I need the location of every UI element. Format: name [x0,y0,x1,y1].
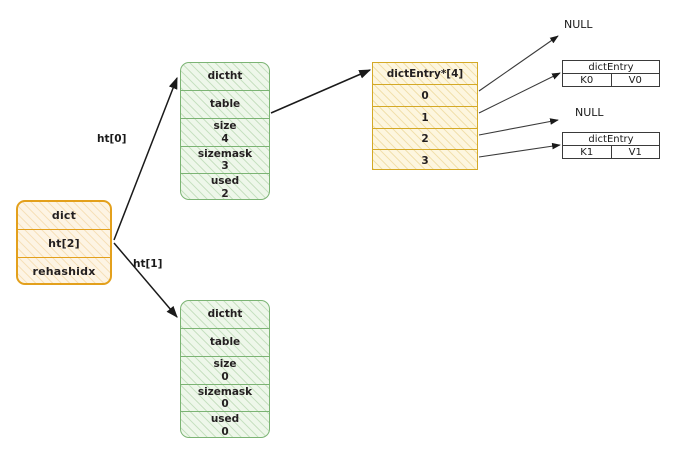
dictht1-sizemask-label: sizemask [197,385,253,398]
edge-dict-to-ht0 [113,76,178,241]
dictht1-table-label: table [209,336,241,349]
dictht1-row-sizemask: sizemask 0 [181,385,269,412]
dict-entry-0-header-label: dictEntry [588,61,634,73]
dict-entry-0-header: dictEntry [563,61,659,74]
dictht1-used-label: used [210,413,240,426]
dictht0-title-label: dictht [207,70,243,83]
dictht0-used-value: 2 [221,187,229,200]
dict-entry-1-kv: K1 V1 [563,146,660,158]
edge-table-to-array [270,69,372,114]
dict-entry-node-0[interactable]: dictEntry K0 V0 [562,60,660,87]
dict-row-name: dict [18,202,110,230]
dictht1-row-table: table [181,329,269,357]
bucket-slot-1-label: 1 [421,111,429,124]
dictht1-row-used: used 0 [181,412,269,438]
edge-slot0-to-null [478,35,559,92]
edge-slot1-to-entry0 [478,72,561,114]
edge-slot3-to-entry1 [478,142,561,158]
bucket-slot-1[interactable]: 1 [373,107,477,129]
edge-label-ht0: ht[0] [97,133,127,145]
bucket-slot-3[interactable]: 3 [373,150,477,169]
dict-row-ht: ht[2] [18,230,110,258]
dictht0-used-label: used [210,175,240,188]
dict-node[interactable]: dict ht[2] rehashidx [16,200,112,285]
dictht1-title-label: dictht [207,308,243,321]
bucket-array-header: dictEntry*[4] [373,63,477,85]
dictht-node-1[interactable]: dictht table size 0 sizemask 0 used 0 [180,300,270,438]
null-label-top: NULL [564,18,593,31]
dictht1-sizemask-value: 0 [221,398,229,410]
dictht1-size-value: 0 [221,370,229,383]
bucket-slot-0[interactable]: 0 [373,85,477,107]
dictht0-size-value: 4 [221,132,229,145]
dict-entry-1-value: V1 [612,146,660,158]
dictht1-size-label: size [213,358,237,371]
dict-entry-0-value-label: V0 [628,75,642,86]
dict-entry-1-header-label: dictEntry [588,133,634,145]
dict-entry-0-kv: K0 V0 [563,74,660,86]
dictht0-size-label: size [213,120,237,133]
bucket-slot-3-label: 3 [421,154,429,167]
dict-entry-0-value: V0 [612,74,660,86]
dictht0-row-sizemask: sizemask 3 [181,147,269,174]
dictht0-sizemask-label: sizemask [197,147,253,160]
bucket-array-header-label: dictEntry*[4] [386,67,464,80]
edge-slot2-to-null [478,118,559,136]
dictht0-sizemask-value: 3 [221,160,229,172]
bucket-array-node[interactable]: dictEntry*[4] 0 1 2 3 [372,62,478,170]
edge-label-ht1: ht[1] [133,258,163,270]
bucket-slot-2-label: 2 [421,133,429,145]
edge-dict-to-ht1 [113,242,178,318]
dict-entry-1-key: K1 [563,146,612,158]
dictht-node-0[interactable]: dictht table size 4 sizemask 3 used 2 [180,62,270,200]
dict-entry-1-value-label: V1 [628,147,642,158]
dict-row-name-label: dict [51,209,77,222]
bucket-slot-0-label: 0 [421,89,429,102]
dict-entry-0-key-label: K0 [580,75,594,86]
dictht0-row-table: table [181,91,269,119]
bucket-slot-2[interactable]: 2 [373,129,477,150]
dictht0-row-size: size 4 [181,119,269,147]
dict-row-rehashidx: rehashidx [18,258,110,283]
dict-entry-1-header: dictEntry [563,133,659,146]
dictht0-row-used: used 2 [181,174,269,200]
dict-entry-node-1[interactable]: dictEntry K1 V1 [562,132,660,159]
dict-entry-1-key-label: K1 [580,147,594,158]
dictht1-used-value: 0 [221,425,229,438]
dict-entry-0-key: K0 [563,74,612,86]
dict-row-rehashidx-label: rehashidx [32,265,96,278]
dict-row-ht-label: ht[2] [48,237,80,250]
dictht0-table-label: table [209,98,241,111]
dictht0-row-title: dictht [181,63,269,91]
null-label-bottom: NULL [575,106,604,119]
dictht1-row-size: size 0 [181,357,269,385]
dictht1-row-title: dictht [181,301,269,329]
